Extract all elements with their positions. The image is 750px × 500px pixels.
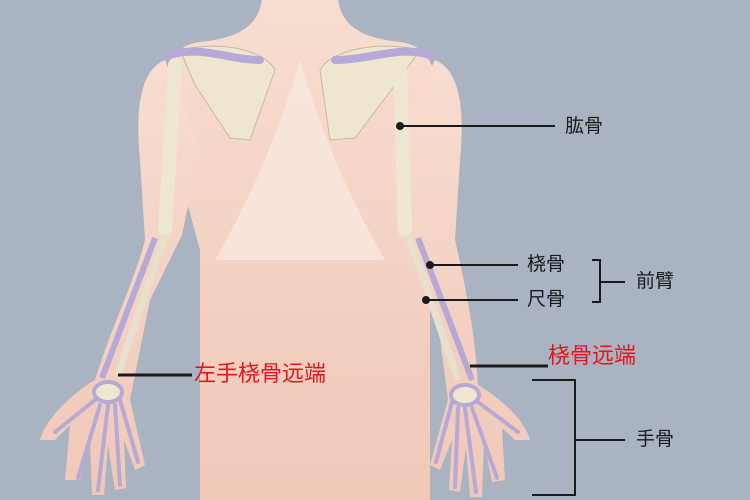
right-humerus	[393, 58, 412, 237]
left-scapula	[179, 45, 276, 141]
label-radius: 桡骨	[527, 253, 566, 275]
label-hand-bones: 手骨	[636, 428, 675, 450]
label-distal-radius: 桡骨远端	[548, 344, 637, 369]
left-clavicle	[166, 47, 264, 64]
label-ulna: 尺骨	[527, 288, 566, 310]
label-left-distal-radius: 左手桡骨远端	[194, 362, 327, 387]
left-arm	[40, 60, 200, 495]
label-humerus: 肱骨	[565, 115, 604, 137]
leader-lines	[118, 122, 625, 496]
left-humerus	[158, 58, 182, 237]
right-arm	[390, 60, 530, 497]
right-hand-bones	[434, 383, 520, 494]
left-hand-bones	[53, 380, 140, 492]
left-ulna	[99, 236, 158, 380]
back-shading	[215, 60, 385, 260]
right-clavicle	[331, 47, 434, 64]
right-radius	[404, 233, 462, 382]
label-forearm: 前臂	[636, 270, 675, 292]
left-radius	[114, 233, 169, 377]
right-ulna	[415, 236, 475, 382]
